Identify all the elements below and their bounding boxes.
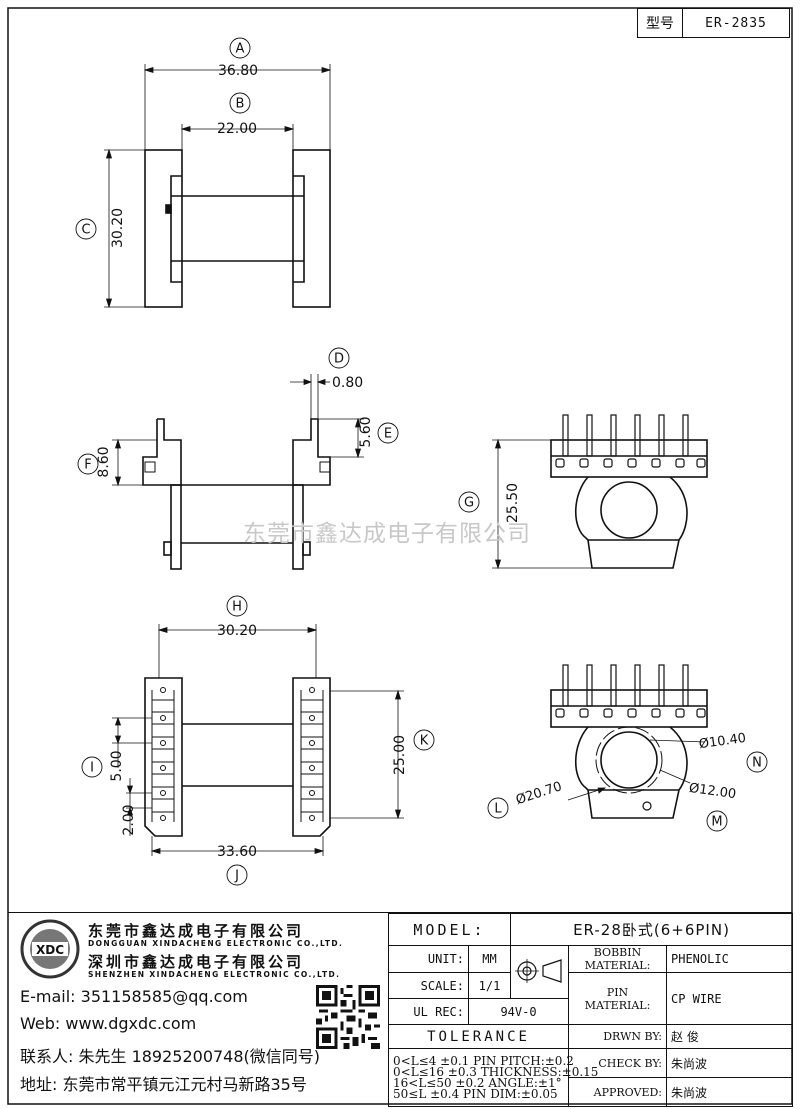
dim-a-value: 36.80 [218,63,258,79]
approved-value: 朱尚波 [666,1077,793,1107]
tolerance-row: 16<L≤50 ±0.2 ANGLE:±1° [393,1075,562,1090]
type-value: ER-2835 [705,15,767,31]
email[interactable]: E-mail: 351158585@qq.com [20,987,248,1006]
label-a: A [236,42,245,57]
title-block: XDC 东莞市鑫达成电子有限公司 DONGGUAN XINDACHENG ELE… [8,912,793,1107]
tolerance-row: 0<L≤16 ±0.3 THICKNESS:±0.15 [393,1064,599,1079]
ul-label: UL REC: [388,998,469,1025]
dim-n-value: Ø10.40 [698,731,747,752]
dim-m-value: Ø12.00 [688,781,737,802]
bobbin-label-line-1: BOBBIN [593,946,642,959]
model-value: ER-28卧式(6+6PIN) [510,913,793,946]
ul-value: 94V-0 [468,998,569,1025]
bobbin-label-line-2: MATERIAL: [584,959,651,972]
dim-f-value: 8.60 [96,446,112,477]
check-value: 朱尚波 [666,1048,793,1078]
pin-material-label: PIN MATERIAL: [568,972,667,1025]
drawn-value: 赵 俊 [666,1024,793,1049]
watermark: 东莞市鑫达成电子有限公司 [243,521,531,547]
label-m: M [711,815,722,830]
bobbin-material-label: BOBBIN MATERIAL: [568,945,667,973]
model-label: MODEL: [388,913,511,946]
company-name-cn-1: 东莞市鑫达成电子有限公司 [88,922,305,940]
tolerance-label: TOLERANCE [388,1024,569,1049]
side-view [77,347,399,570]
company-logo-icon: XDC [20,919,80,979]
company-name-en-1: DONGGUAN XINDACHENG ELECTRONIC CO.,LTD. [88,939,344,948]
label-b: B [236,97,245,112]
type-label: 型号 [638,9,683,37]
dim-g-value: 25.50 [505,483,521,523]
label-f: F [84,458,91,473]
contact-person: 联系人: 朱先生 18925200748(微信同号) [20,1047,321,1066]
approved-label: APPROVED: [568,1077,667,1107]
company-info: XDC 东莞市鑫达成电子有限公司 DONGGUAN XINDACHENG ELE… [8,913,388,1105]
scale-label: SCALE: [388,972,469,999]
label-e: E [384,427,392,442]
dim-j-value: 33.60 [217,844,257,860]
unit-label: UNIT: [388,945,469,973]
label-k: K [420,734,429,749]
label-h: H [232,600,242,615]
spec-table: MODEL: ER-28卧式(6+6PIN) UNIT: MM BOBBIN [388,913,793,1107]
label-g: G [464,496,474,511]
label-l: L [494,802,502,817]
company-name-en-2: SHENZHEN XINDACHENG ELECTRONIC CO.,LTD. [88,970,341,979]
scale-value: 1/1 [468,972,511,999]
label-j: J [234,869,239,884]
dim-e-value: 5.60 [358,416,374,447]
bottom-view [81,595,435,886]
unit-value: MM [468,945,511,973]
drawn-label: DRWN BY: [568,1024,667,1049]
dim-k-value: 25.00 [392,735,408,775]
tolerance-row: 0<L≤4 ±0.1 PIN PITCH:±0.2 [393,1053,574,1068]
type-box: 型号 ER-2835 [637,8,790,38]
dim-c-value: 30.20 [110,208,126,248]
end-view [458,414,708,570]
dim-b-value: 22.00 [217,121,257,137]
website[interactable]: Web: www.dgxdc.com [20,1014,197,1033]
tolerance-table: 0<L≤4 ±0.1 PIN PITCH:±0.2 0<L≤16 ±0.3 TH… [388,1048,599,1107]
detail-view [487,664,768,832]
dim-l-value: Ø20.70 [514,779,564,808]
label-i: I [90,761,94,776]
dim-h-value: 30.20 [217,623,257,639]
address: 地址: 东莞市常平镇元江元村马新路35号 [20,1075,307,1094]
bobbin-material-value: PHENOLIC [666,945,793,973]
pin-material-value: CP WIRE [666,972,793,1025]
company-name-cn-2: 深圳市鑫达成电子有限公司 [88,953,305,971]
dim-i-value: 5.00 [109,750,125,781]
svg-text:XDC: XDC [36,943,64,957]
label-c: C [81,223,90,238]
projection-symbol-icon [510,945,569,999]
dim-d-value: 0.80 [332,375,363,391]
pin-label-line-1: PIN [606,985,629,999]
tolerance-row: 50≤L ±0.4 PIN DIM:±0.05 [393,1086,558,1101]
label-d: D [334,352,344,367]
top-view [75,37,332,309]
qr-code-icon [316,985,380,1049]
dim-pin-value: 2.00 [121,804,137,835]
pin-label-line-2: MATERIAL: [584,998,651,1012]
label-n: N [752,756,762,771]
